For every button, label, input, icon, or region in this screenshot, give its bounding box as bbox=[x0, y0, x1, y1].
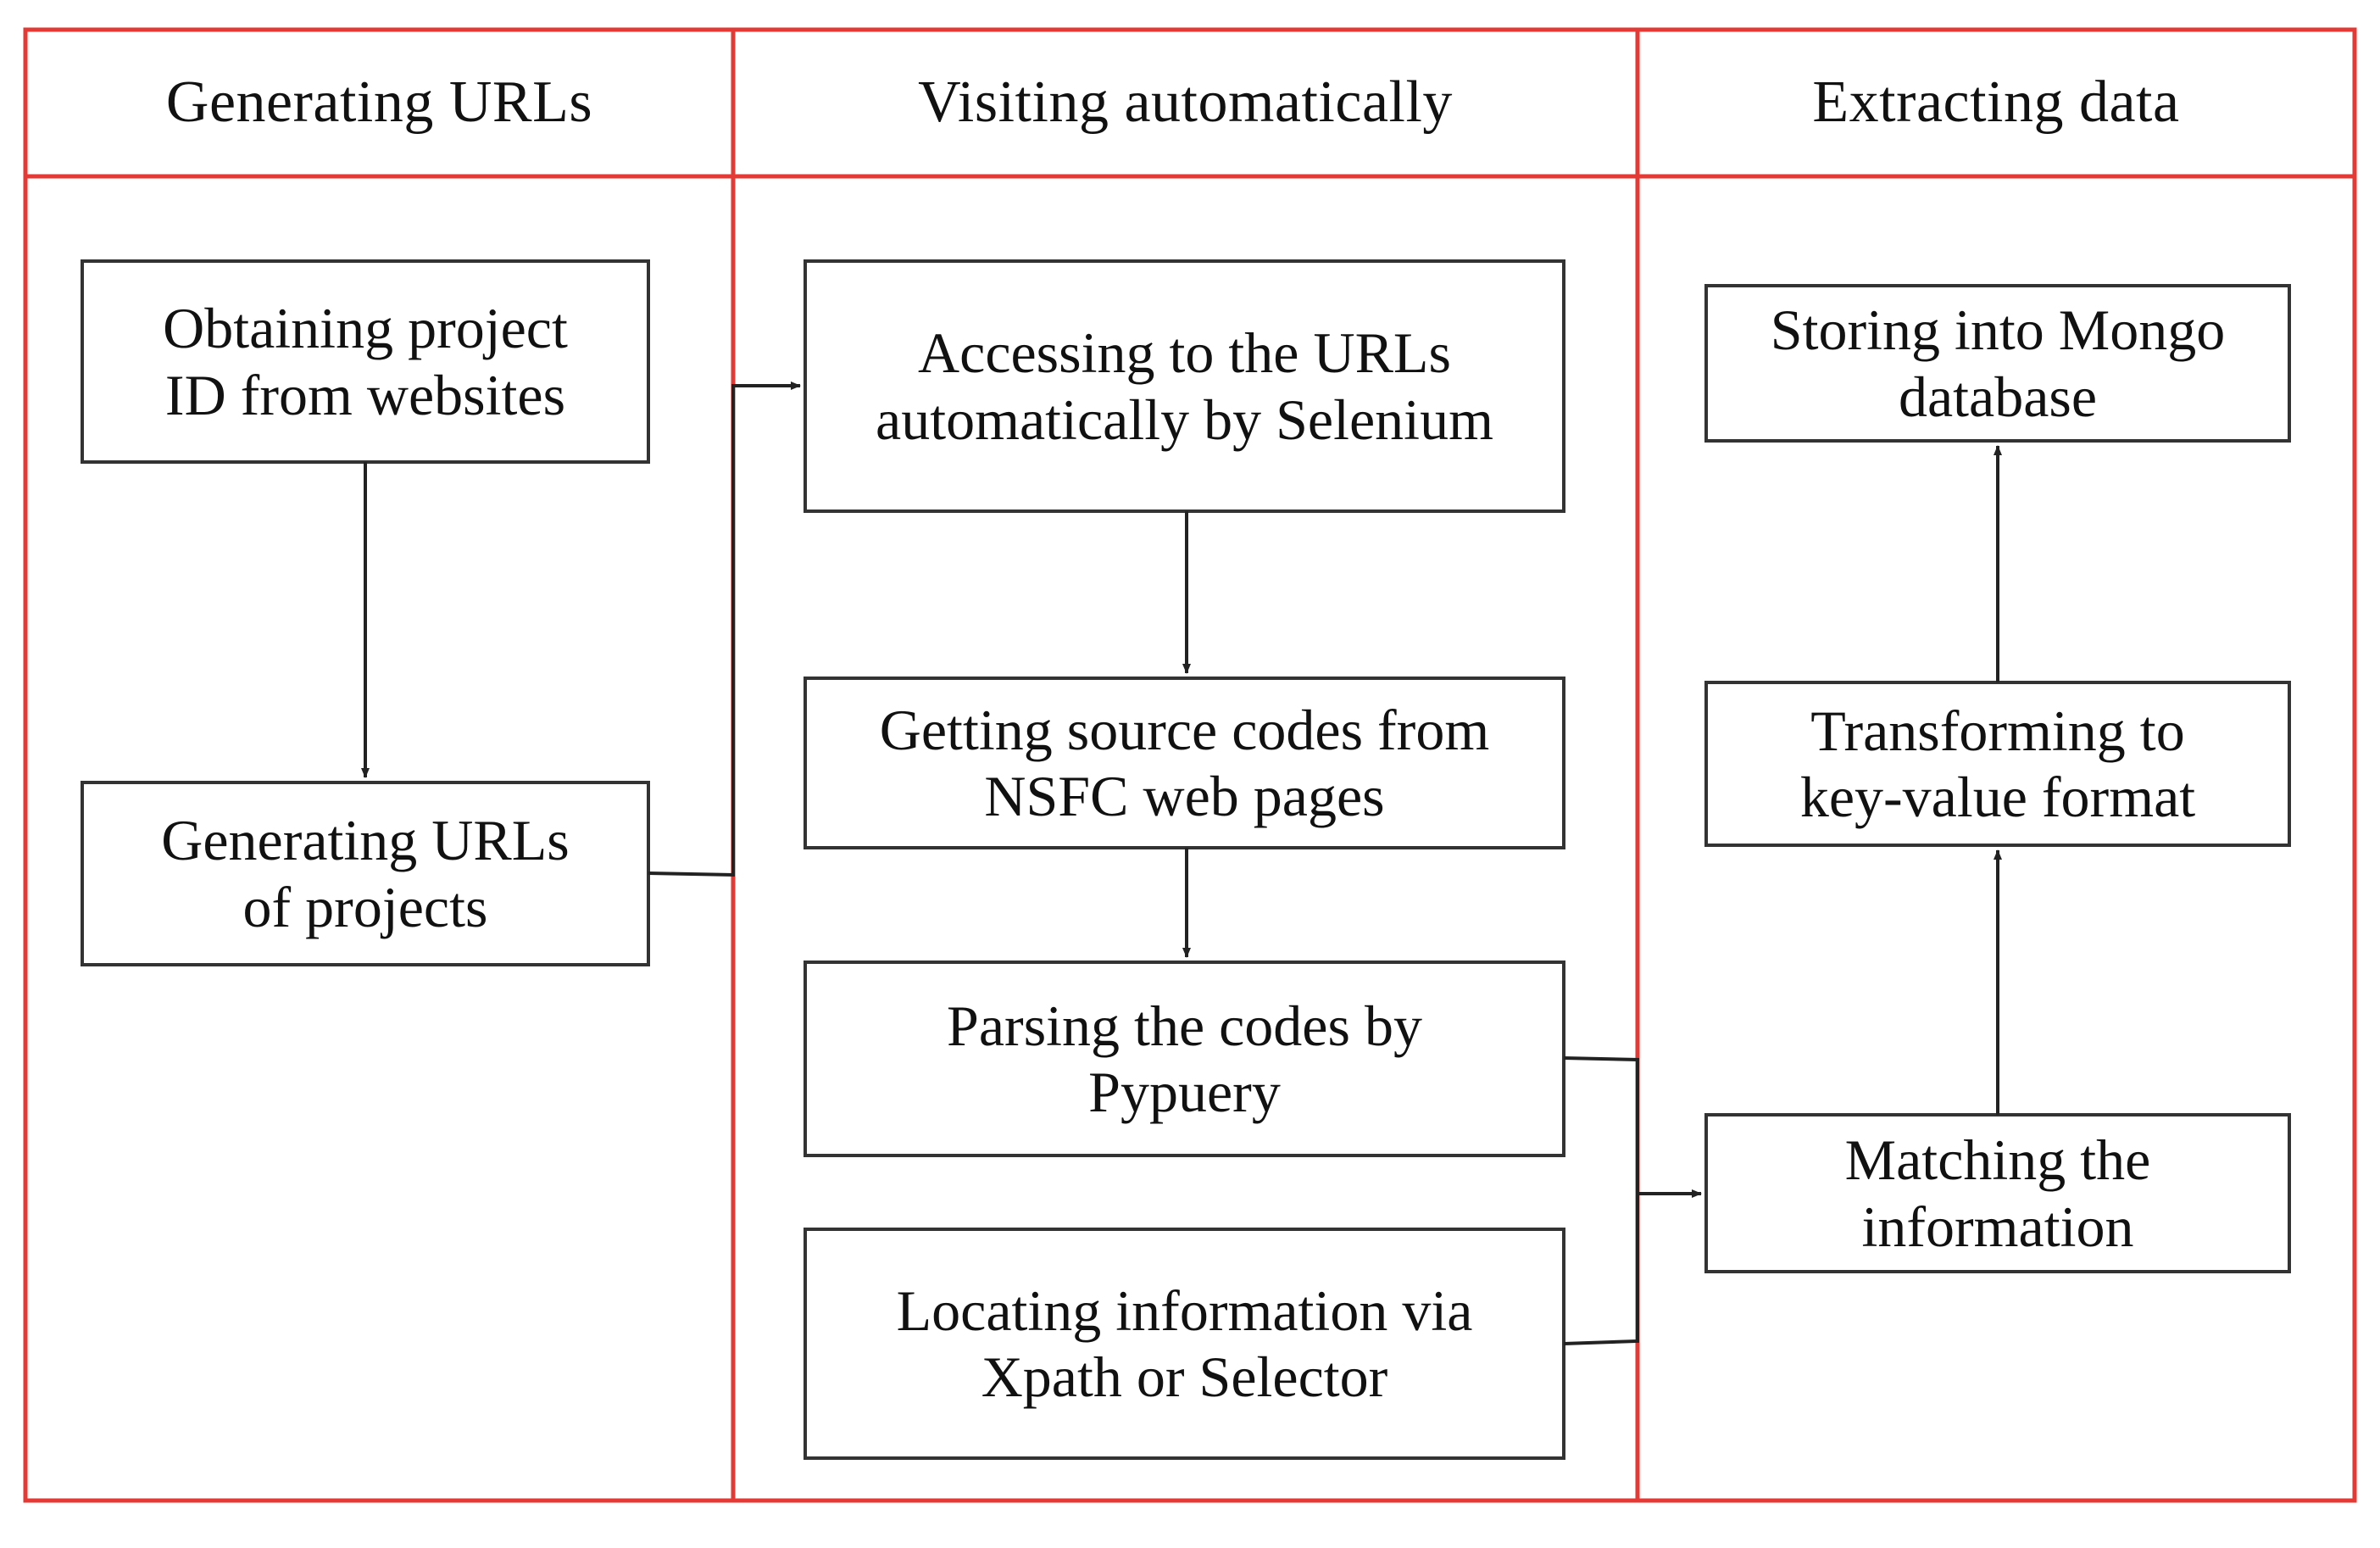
node-getting-source-codes-box bbox=[804, 677, 1565, 849]
lane-frame-outer bbox=[23, 27, 2357, 1503]
node-storing-mongo-box bbox=[1704, 284, 2291, 443]
node-boxes bbox=[81, 259, 2291, 1460]
connector-locating-to-merge bbox=[1563, 1194, 1639, 1345]
node-transforming-key-value-box bbox=[1704, 681, 2291, 847]
node-accessing-urls-box bbox=[804, 259, 1565, 513]
node-obtaining-project-id-box bbox=[81, 259, 650, 464]
connectors bbox=[361, 381, 2002, 1345]
node-generating-urls-of-projects-box bbox=[81, 781, 650, 966]
node-parsing-codes-box bbox=[804, 961, 1565, 1157]
node-matching-information-box bbox=[1704, 1113, 2291, 1273]
arrow-generating-to-accessing bbox=[648, 381, 801, 877]
connector-parsing-to-merge bbox=[1563, 1056, 1639, 1194]
node-locating-information-box bbox=[804, 1228, 1565, 1460]
